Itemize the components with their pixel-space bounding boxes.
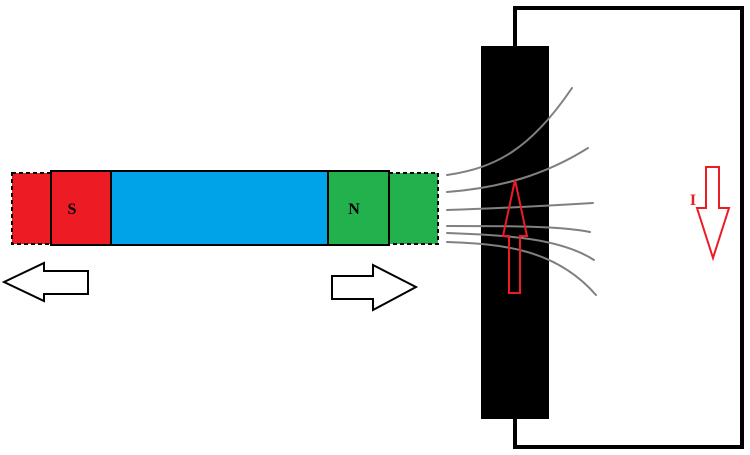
induced-current-arrow-up-icon <box>501 179 529 294</box>
magnet-north-pole <box>327 170 390 246</box>
magnet-south-pole <box>50 170 112 246</box>
coil-block <box>481 46 549 419</box>
north-extension <box>388 172 439 245</box>
field-line <box>446 87 573 176</box>
magnet-middle <box>110 170 329 246</box>
field-line <box>446 202 594 211</box>
circuit-wire <box>513 6 744 449</box>
south-pole-label: S <box>68 201 77 218</box>
north-pole-label: N <box>348 201 360 218</box>
current-direction-arrow-down-icon <box>695 166 731 262</box>
field-line <box>446 147 589 193</box>
arrow-right-icon <box>331 263 419 312</box>
arrow-left-icon <box>1 261 89 303</box>
south-extension <box>11 172 52 245</box>
field-line <box>446 241 597 296</box>
magnetic-field-lines <box>446 87 597 296</box>
current-label: I <box>690 192 696 209</box>
field-line <box>446 225 591 233</box>
field-line <box>446 232 595 261</box>
